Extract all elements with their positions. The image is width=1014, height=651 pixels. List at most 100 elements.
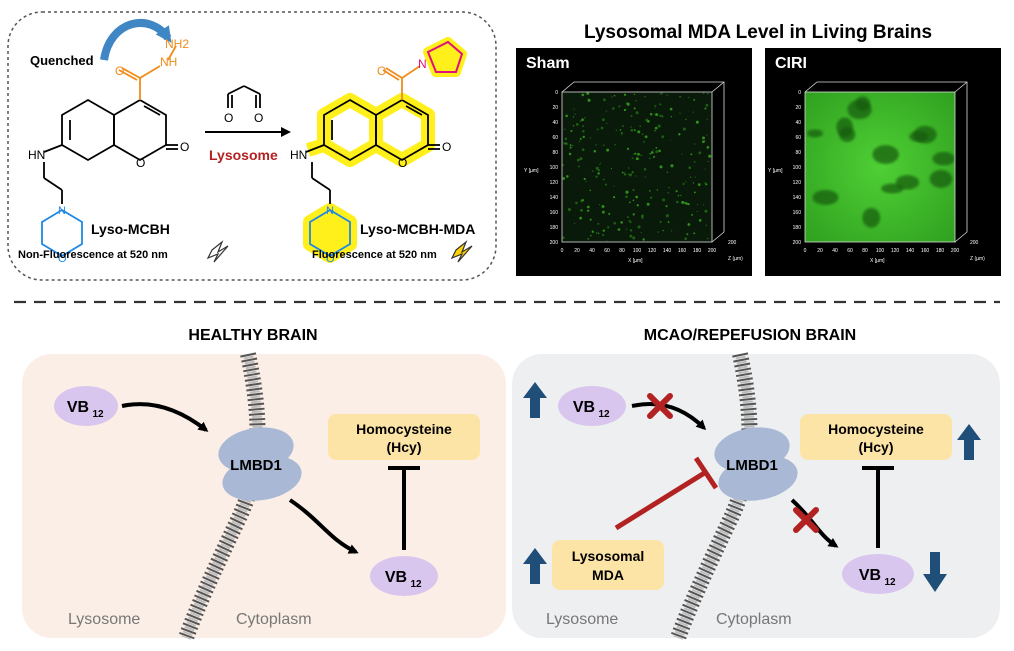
disease-lmbd1-label: LMBD1 [726, 457, 778, 474]
fluorescence-speck [630, 115, 633, 118]
fluorescence-speck [670, 164, 674, 168]
healthy-import-arrow [121, 402, 209, 432]
fluorescence-speck [608, 212, 611, 215]
axis-tick-label: 160 [550, 210, 559, 216]
fluorescence-speck [659, 93, 661, 95]
disease-vb-sub-1: 12 [598, 409, 610, 420]
fluorescence-speck [679, 95, 682, 98]
axis-tick-label: 80 [552, 150, 558, 156]
fluorescence-speck [632, 199, 635, 202]
fluorescence-speck [641, 217, 644, 219]
axis-tick-label: 200 [550, 240, 559, 246]
fluorescence-speck [564, 128, 566, 130]
fluorescence-speck [703, 204, 705, 206]
fluorescence-speck [696, 210, 698, 213]
disease-vb12-down-arrow [923, 552, 947, 592]
fluorescence-speck [705, 224, 708, 226]
axis-tick-label: 100 [550, 165, 559, 171]
axis-tick-label: 120 [793, 180, 802, 186]
dark-region [807, 129, 823, 138]
fluorescence-speck [591, 230, 594, 233]
product-morpholine [309, 208, 351, 258]
fluorescence-speck [621, 171, 624, 174]
fluorescence-speck [696, 203, 699, 206]
healthy-vb-sub-2: 12 [410, 579, 422, 590]
fluorescence-speck [694, 176, 696, 178]
axis-tick-label: 120 [891, 248, 900, 254]
dark-region [913, 125, 937, 144]
axis-tick-label: 60 [604, 248, 610, 254]
fluorescence-speck [647, 120, 650, 123]
fluorescence-speck [598, 204, 601, 206]
fluorescence-speck [649, 196, 653, 199]
fluorescence-speck [635, 99, 637, 102]
fluorescence-speck [610, 167, 613, 170]
fluorescence-speck [687, 203, 690, 206]
probe-name: Lyso-MCBH [91, 221, 170, 237]
fluorescence-speck [569, 144, 572, 146]
fluorescence-speck [654, 129, 657, 132]
mda-reagent [227, 85, 261, 108]
fluorescence-speck [631, 157, 634, 160]
disease-export-block-icon [793, 507, 819, 533]
fluorescence-speck [597, 172, 600, 175]
axis-tick-label: 140 [550, 195, 559, 201]
fluorescence-speck [639, 125, 641, 127]
fluorescence-speck [603, 98, 606, 102]
healthy-vb12-lysosome: VB 12 [54, 386, 118, 426]
dark-region [839, 127, 856, 142]
axis-tick-label: 160 [793, 210, 802, 216]
fluorescence-speck [619, 129, 622, 131]
axis-tick-label: 20 [795, 105, 801, 111]
healthy-vb-sub-1: 12 [92, 409, 104, 420]
fluorescence-speck [656, 189, 658, 191]
fluorescence-speck [579, 157, 583, 161]
fluorescence-speck [587, 209, 590, 212]
axis-tick-label: 0 [798, 90, 801, 96]
product-pyrazole [423, 37, 467, 77]
axis-tick-label: 60 [795, 135, 801, 141]
fluorescence-speck [667, 221, 670, 223]
fluorescence-speck [567, 207, 571, 212]
fluorescence-speck [601, 118, 605, 122]
fluorescence-speck [632, 236, 636, 240]
fluorescence-speck [685, 181, 687, 183]
fluorescence-speck [649, 152, 652, 155]
fluorescence-speck [562, 236, 565, 239]
fluorescence-speck [688, 166, 692, 170]
ciri-dark-spots [807, 96, 955, 228]
fluorescence-speck [565, 114, 568, 118]
fluorescence-speck [579, 216, 583, 220]
axis-tick-label: 140 [793, 195, 802, 201]
axis-tick-label: 40 [552, 120, 558, 126]
fluorescence-speck [705, 103, 709, 107]
fluorescence-speck [702, 136, 705, 140]
reaction-frame [7, 11, 497, 281]
fluorescence-speck [595, 144, 597, 146]
fluorescence-speck [595, 231, 598, 234]
fluorescence-speck [586, 205, 590, 209]
fluorescence-speck [706, 134, 708, 136]
fluorescence-speck [680, 194, 682, 197]
disease-mda-inhibition-line [614, 469, 708, 531]
probe-structure [43, 45, 178, 204]
disease-vb12-lysosome: VB 12 [558, 386, 626, 426]
axis-tick-label: 80 [862, 248, 868, 254]
fluorescence-speck [644, 135, 648, 139]
axis-tick-label: 60 [552, 135, 558, 141]
fluorescence-speck [637, 225, 641, 229]
fluorescence-speck [628, 167, 630, 169]
fluorescence-speck [599, 162, 602, 164]
product-ring-o: O [398, 156, 407, 170]
fluorescence-speck [646, 202, 650, 206]
fluorescence-speck [705, 183, 708, 186]
fluorescence-speck [691, 213, 694, 216]
axis-tick-label: 120 [648, 248, 657, 254]
fluorescence-speck [587, 237, 590, 240]
fluorescence-speck [698, 151, 702, 155]
fluorescence-speck [581, 118, 584, 122]
fluorescence-speck [585, 180, 587, 183]
fluorescence-speck [634, 152, 637, 155]
